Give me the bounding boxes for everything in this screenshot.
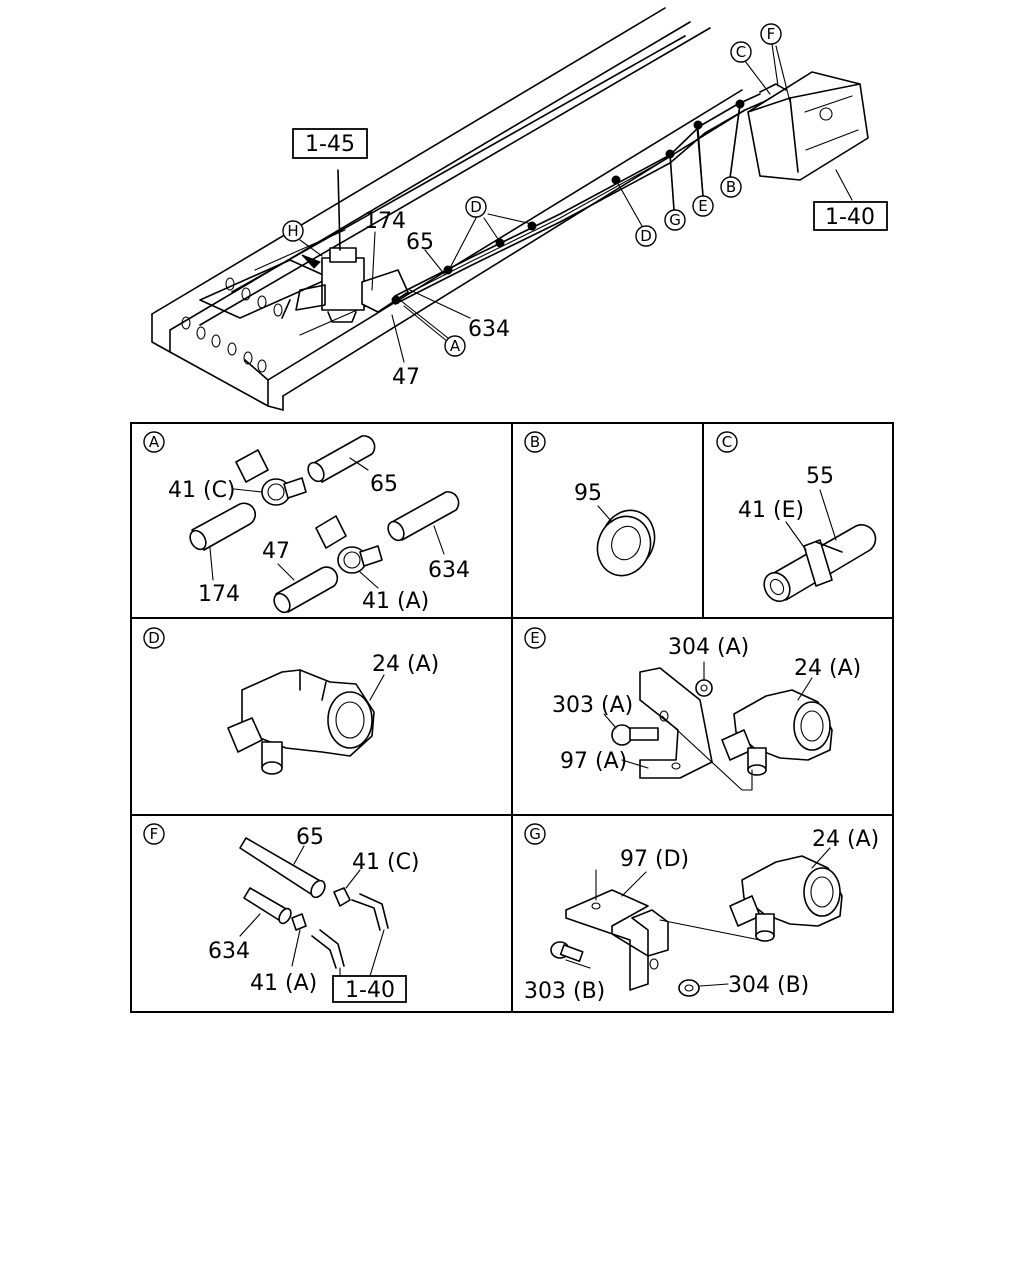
panel-g: G 97 (D) 24 (A) 303 (524, 823, 879, 1004)
bracket-97d (565, 889, 669, 991)
callout-g: G (664, 209, 686, 231)
hose-with-clamp (763, 524, 877, 603)
callout-b: B (720, 176, 742, 198)
svg-text:C: C (736, 43, 746, 61)
ref-box-1-40: 1-40 (332, 975, 407, 1003)
label-97a: 97 (A) (560, 749, 627, 774)
label-634: 634 (468, 317, 510, 342)
detail-grid (130, 422, 894, 1013)
panel-b-letter: B (530, 433, 540, 451)
ref-1-45-text: 1-45 (305, 132, 355, 157)
ref-1-40-text: 1-40 (825, 205, 875, 230)
overview-illustration: 1-45 1-40 174 65 634 47 (151, 7, 888, 411)
clip-24a (721, 689, 833, 776)
hose-65 (239, 837, 326, 899)
svg-text:H: H (287, 222, 298, 240)
svg-text:A: A (450, 337, 461, 355)
fuel-tank (747, 71, 869, 181)
svg-text:E: E (698, 197, 707, 215)
label-41a: 41 (A) (250, 971, 317, 996)
panel-a-letter: A (149, 433, 160, 451)
clamp-41c (235, 449, 307, 506)
callout-d-bottom: D (635, 225, 657, 247)
label-41e: 41 (E) (738, 498, 804, 523)
label-41c: 41 (C) (168, 478, 236, 503)
label-304b: 304 (B) (728, 973, 809, 998)
svg-text:D: D (640, 227, 652, 245)
panel-f: F 1-40 65 41 (C) 634 41 (A) (143, 823, 420, 1003)
svg-text:B: B (726, 178, 736, 196)
panel-d-letter: D (148, 629, 160, 647)
label-55: 55 (806, 464, 834, 489)
clamp-41a (291, 913, 307, 931)
chassis-frame (151, 7, 746, 411)
panel-d: D 24 (A) (143, 627, 439, 775)
label-65: 65 (370, 472, 398, 497)
svg-text:F: F (767, 25, 776, 43)
label-24a: 24 (A) (372, 652, 439, 677)
svg-text:G: G (669, 211, 681, 229)
bolt-303a (611, 724, 659, 746)
hose-47 (275, 566, 339, 613)
clamp-41a (315, 515, 383, 574)
label-41a: 41 (A) (362, 589, 429, 614)
clip-24a (729, 855, 843, 942)
callout-c: C (730, 41, 752, 63)
label-303a: 303 (A) (552, 693, 633, 718)
fuel-lines (391, 93, 771, 305)
panel-b: B 95 (524, 431, 656, 577)
hose-65 (311, 435, 376, 483)
label-24a: 24 (A) (794, 656, 861, 681)
svg-text:D: D (470, 198, 482, 216)
overview-leaders (299, 43, 853, 363)
label-97d: 97 (D) (620, 847, 689, 872)
callout-h: H (282, 220, 304, 242)
label-634: 634 (208, 939, 250, 964)
panel-c: C 55 41 (E) (716, 431, 877, 603)
callout-a: A (444, 335, 466, 357)
panel-a: A 41 (C) (143, 431, 470, 614)
label-174: 174 (198, 582, 240, 607)
bolt-303b (550, 941, 584, 963)
nut-304b (678, 979, 700, 997)
ref-box-1-40: 1-40 (813, 201, 888, 231)
label-303b: 303 (B) (524, 979, 605, 1004)
clip-24a (227, 669, 375, 775)
label-174: 174 (364, 209, 406, 234)
label-47: 47 (262, 539, 290, 564)
label-47: 47 (392, 365, 420, 390)
line-clips (391, 99, 745, 305)
ref-1-40-text: 1-40 (345, 978, 395, 1003)
bracket-97a (639, 667, 713, 779)
ref-box-1-45: 1-45 (292, 128, 368, 159)
panel-c-letter: C (722, 433, 732, 451)
callout-d-top: D (465, 196, 487, 218)
callout-f: F (760, 23, 782, 45)
nut-304a (695, 679, 713, 697)
panel-e-letter: E (530, 629, 539, 647)
label-41c: 41 (C) (352, 850, 420, 875)
hose-174 (191, 502, 257, 551)
pump-assembly (281, 169, 409, 323)
panel-g-letter: G (529, 825, 541, 843)
panel-f-letter: F (150, 825, 159, 843)
callout-e: E (692, 195, 714, 217)
label-304a: 304 (A) (668, 635, 749, 660)
grommet-95 (596, 509, 656, 577)
clamp-41c (333, 887, 351, 907)
label-24a: 24 (A) (812, 827, 879, 852)
hose-634 (391, 491, 460, 541)
panel-e: E 304 (A) 303 (A) 24 (A) 97 (524, 627, 861, 791)
frame-holes (181, 277, 283, 373)
label-65: 65 (296, 825, 324, 850)
label-95: 95 (574, 481, 602, 506)
label-65: 65 (406, 230, 434, 255)
label-634: 634 (428, 558, 470, 583)
hose-634 (243, 887, 292, 925)
